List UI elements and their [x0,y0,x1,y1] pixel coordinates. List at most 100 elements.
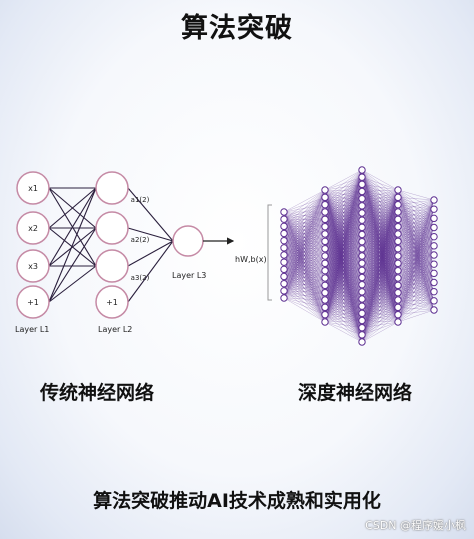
deep-edge [283,189,326,227]
deep-node [321,186,329,194]
shallow-edge [48,227,97,303]
deep-edge [397,209,435,286]
deep-edge [397,204,435,228]
deep-node [358,202,366,210]
deep-node [358,316,366,325]
deep-node [394,303,402,312]
deep-node [358,331,366,339]
deep-edge [324,169,363,227]
input-node [16,211,50,245]
deep-node [321,266,329,275]
deep-edge [397,199,435,286]
deep-edge [324,169,363,213]
deep-node [394,252,402,260]
deep-edge [361,204,399,343]
deep-edge [361,321,399,343]
deep-edge [397,189,435,219]
deep-node [280,272,288,281]
deep-edge [324,270,363,323]
deep-edge [324,169,363,205]
deep-edge [283,204,326,299]
deep-edge [283,211,326,299]
deep-node [394,288,402,297]
bias-node [16,285,50,319]
deep-edge [361,270,399,343]
deep-node [280,265,288,274]
deep-edge [397,211,435,228]
deep-edge [324,169,363,257]
deep-node [394,296,402,304]
deep-edge [283,189,326,248]
deep-edge [283,226,326,299]
deep-edge [361,189,399,206]
deep-node [430,214,438,223]
deep-node [358,288,366,296]
deep-edge [324,227,363,323]
deep-edge [397,189,435,201]
output-label: hW,b(x) [235,255,267,264]
deep-edge [283,189,326,256]
deep-node [358,280,366,289]
deep-node [394,186,402,194]
deep-edge [397,209,435,293]
deep-edge [397,227,435,308]
deep-edge [361,263,399,343]
shallow-edge [127,227,174,242]
deep-node [394,318,402,326]
hidden-node [95,171,129,205]
deep-node [280,251,288,259]
input-bracket [267,204,272,301]
hidden-label: a2(2) [131,236,150,244]
deep-edge [397,199,435,227]
deep-edge [397,199,435,264]
deep-node [430,306,438,314]
deep-edge [397,199,435,220]
deep-edge [397,245,435,323]
deep-edge [397,227,435,286]
deep-edge [324,255,363,323]
deep-edge [397,218,435,301]
shallow-edge [48,265,97,303]
hidden-label: a1(2) [131,196,150,204]
deep-edge [324,220,363,323]
deep-node [321,259,329,268]
deep-node [394,274,402,282]
deep-edge [361,314,399,343]
deep-edge [361,189,399,271]
layer-label: Layer L3 [172,271,206,280]
deep-edge [397,264,435,323]
deep-edge [397,199,435,293]
deep-edge [324,169,363,242]
deep-edge [283,233,326,299]
deep-node [394,281,402,290]
deep-edge [361,277,399,343]
deep-edge [397,273,435,323]
deep-network-nodes [280,166,438,346]
deep-node [430,232,438,241]
deep-edge [397,204,435,210]
deep-edge [283,189,326,213]
deep-edge [397,197,435,201]
deep-edge [324,277,363,323]
deep-edge [361,299,399,343]
shallow-network-caption: 传统神经网络 [40,382,155,404]
input-label: x1 [28,184,38,193]
deep-node [394,266,402,275]
hidden-node [95,249,129,283]
deep-node [430,205,438,213]
deep-node [358,295,366,303]
deep-edge [361,219,399,343]
deep-edge [397,199,435,213]
deep-edge [361,184,399,191]
deep-node [358,187,366,196]
deep-edge [324,284,363,323]
input-node [16,171,50,205]
page-title: 算法突破 [181,13,293,44]
deep-node [280,215,288,223]
deep-edge [361,189,399,242]
deep-edge [361,189,399,192]
deep-edge [324,321,363,335]
deep-edge [361,189,399,328]
deep-edge [324,184,363,323]
deep-node [358,194,366,203]
